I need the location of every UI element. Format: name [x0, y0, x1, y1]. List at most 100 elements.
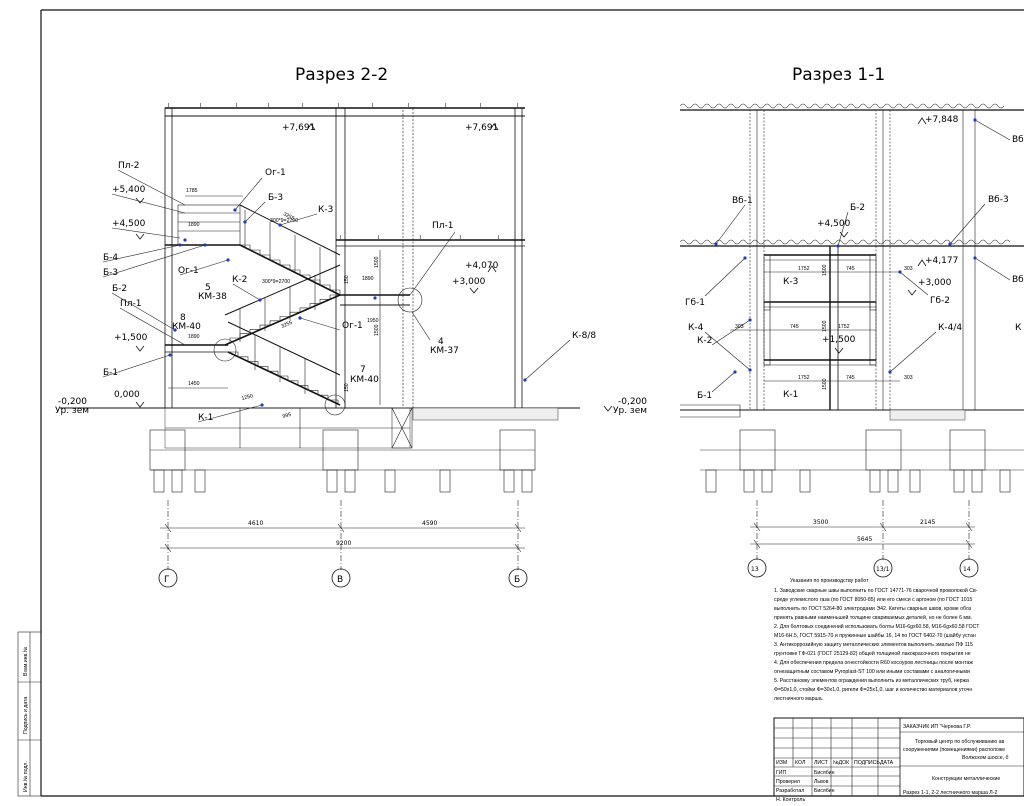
lbl-gb1: Гб-1 — [685, 298, 705, 308]
lbl-k4: К-4 — [688, 323, 704, 333]
mark-km40-a: КМ-40 — [172, 322, 201, 332]
note-line: 3. Антикоррозийную защиту металлических … — [774, 641, 973, 648]
svg-text:I: I — [517, 103, 518, 109]
elev-7691-b: +7,691 — [465, 123, 498, 133]
stamp-header: ПОДПИСЬ — [854, 760, 880, 766]
dim-1500-b: 1500 — [374, 324, 380, 336]
elev-1500: +1,500 — [114, 333, 148, 343]
dim-1250: 1250 — [241, 393, 254, 402]
notes-heading: Указания по производству работ — [790, 578, 869, 584]
stamp-name: Бисябин — [814, 788, 835, 794]
mark-km40-b: КМ-40 — [350, 375, 379, 385]
dim-3500: 3500 — [813, 519, 828, 526]
lbl-b1-11: Б-1 — [697, 391, 712, 401]
dim-3255-a: 3255 — [282, 211, 295, 222]
stamp-sheet: Разрез 1-1, 2-2 лестничного марша Л-2 — [903, 790, 997, 796]
note-line: выполнить по ГОСТ 5264-80 электродами Э4… — [774, 606, 972, 612]
svg-text:I: I — [302, 103, 303, 109]
stamp-role: Разработал — [776, 788, 804, 794]
mark-num-4: 4 — [438, 337, 444, 347]
dim-2700-b: 300*9=2700 — [262, 279, 290, 285]
lbl-k2: К-2 — [232, 275, 247, 285]
svg-text:I: I — [200, 103, 201, 109]
lbl-pl1-a: Пл-1 — [432, 221, 454, 231]
elev-7691-a: +7,691 — [282, 123, 315, 133]
section-2-2-title: Разрез 2-2 — [295, 65, 388, 85]
svg-text:I: I — [498, 235, 499, 241]
note-line: 4. Для обеспечения предела огнестойкости… — [774, 659, 973, 666]
lbl-og1-b: Ог-1 — [178, 266, 199, 276]
dim11-1752-c: 1752 — [798, 375, 810, 381]
title-block: ЗАКАЗЧИК ИП "Чернова Г.Р. Торговый центр… — [773, 717, 1024, 803]
axis-13-1: 13/1 — [876, 566, 890, 573]
note-line: лестничного марша. — [774, 696, 823, 702]
lbl-gb2: Гб-2 — [930, 296, 950, 306]
svg-text:I: I — [480, 103, 481, 109]
dim-5645: 5645 — [857, 536, 872, 543]
construction-notes: Указания по производству работ 1. Заводс… — [774, 578, 980, 702]
axis-14: 14 — [963, 566, 971, 573]
stamp-stage: Конструкции металлические — [932, 776, 1000, 782]
note-line: М16-6Н.5, ГОСТ 5915-70 и пружинные шайбы… — [774, 632, 976, 639]
stamp-project-1: Торговый центр по обслуживанию ав — [915, 738, 1005, 745]
stamp-role: Проверил — [776, 779, 800, 785]
svg-text:I: I — [338, 103, 339, 109]
dim11-303-b: 303 — [735, 324, 744, 330]
dim-995: 995 — [282, 412, 292, 420]
mark-km38: КМ-38 — [198, 292, 227, 302]
elev11-1500: +1,500 — [822, 335, 856, 345]
stamp-header: ИЗМ — [776, 760, 787, 766]
axis-B: Б — [514, 575, 520, 585]
lbl-k3: К-3 — [318, 205, 333, 215]
elev-0000: 0,000 — [114, 390, 140, 400]
axis-13: 13 — [751, 566, 759, 573]
note-line: принять равными наименьшей толщине свари… — [774, 614, 972, 621]
stamp-header: ДАТА — [880, 760, 894, 766]
svg-text:I: I — [372, 103, 373, 109]
lbl-b2-11: Б-2 — [850, 203, 865, 213]
section-1-1: Разрез 1-1 — [603, 65, 1024, 578]
dim-4610: 4610 — [248, 520, 263, 527]
lbl-k3-11: К-3 — [783, 277, 798, 287]
elev11-3000: +3,000 — [918, 278, 952, 288]
elev11-m0200: -0,200 — [618, 397, 647, 407]
dim11-745-c: 745 — [846, 375, 855, 381]
stamp-customer: ЗАКАЗЧИК ИП "Чернова Г.Р. — [903, 724, 971, 730]
section-1-1-title: Разрез 1-1 — [792, 65, 885, 85]
stamp-header: КОЛ — [795, 760, 805, 766]
svg-text:I: I — [268, 103, 269, 109]
svg-text:I: I — [236, 103, 237, 109]
stamp-project-3: Волжском шоссе, б — [962, 755, 1009, 761]
dim11-745-b: 745 — [790, 324, 799, 330]
svg-text:I: I — [460, 235, 461, 241]
lbl-og1-c: Ог-1 — [342, 321, 363, 331]
stamp-header: №ДОК — [833, 760, 849, 766]
dim-150-b: 150 — [344, 383, 350, 392]
svg-text:I: I — [445, 103, 446, 109]
stamp-header: ЛИСТ — [814, 760, 829, 766]
dim11-1500-a: 1500 — [822, 264, 828, 276]
side-stamp-replace: Взам.инв.№ — [23, 646, 29, 676]
note-line: Ф=50х1,0, стойки Ф=30х1,0, ригели Ф=25х1… — [774, 686, 972, 693]
svg-text:I: I — [408, 103, 409, 109]
dim-1500-a: 1500 — [374, 256, 380, 268]
axis-V: В — [337, 575, 343, 585]
side-stamp-sign: Подпись и дата — [23, 697, 29, 734]
stamp-name: Бисябин — [814, 770, 835, 776]
side-stamp: Взам.инв.№ Подпись и дата Инв.№ подл. — [17, 631, 42, 797]
svg-text:I: I — [168, 103, 169, 109]
mark-km37: КМ-37 — [430, 346, 459, 356]
lbl-b3-a: Б-3 — [268, 193, 283, 203]
dim-1890-b: 1890 — [362, 276, 374, 282]
stamp-name: Львов — [814, 779, 829, 785]
dim-9200: 9200 — [336, 540, 351, 547]
dim-1450: 1450 — [188, 381, 200, 387]
dim-1890-a: 1890 — [188, 222, 200, 228]
lbl-k44: К-4/4 — [938, 323, 962, 333]
lbl-k88: К-8/8 — [572, 331, 596, 341]
dim11-303-a: 303 — [904, 266, 913, 272]
lbl-og1-a: Ог-1 — [265, 168, 286, 178]
note-line: грунтовке ГФ-021 (ГОСТ 25129-82) общей т… — [774, 650, 971, 657]
note-line: 5. Расстановку элементов ограждения выпо… — [774, 678, 969, 684]
